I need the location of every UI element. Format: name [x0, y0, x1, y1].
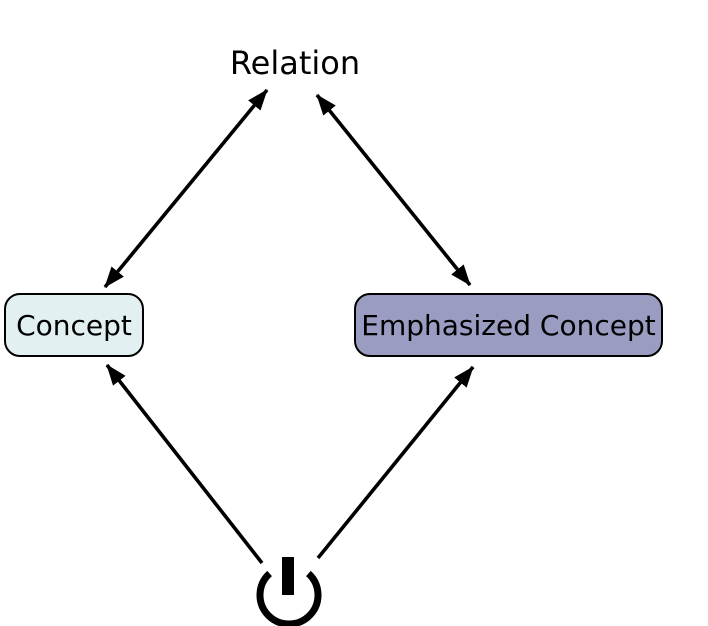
edge-source-emphasized-concept[interactable] [316, 365, 475, 560]
power-icon-bar [282, 557, 294, 595]
power-icon[interactable] [256, 557, 322, 626]
edge-source-concept[interactable] [105, 363, 264, 565]
concept-node-label: Concept [16, 308, 132, 342]
concept-node[interactable]: Concept [4, 293, 144, 357]
power-icon-ring [256, 570, 322, 626]
edge-relation-concept[interactable] [103, 88, 269, 289]
edge-relation-emphasized-concept[interactable] [315, 93, 472, 287]
emphasized-concept-node[interactable]: Emphasized Concept [354, 293, 663, 357]
relation-label[interactable]: Relation [229, 44, 361, 82]
emphasized-concept-node-label: Emphasized Concept [361, 308, 656, 342]
